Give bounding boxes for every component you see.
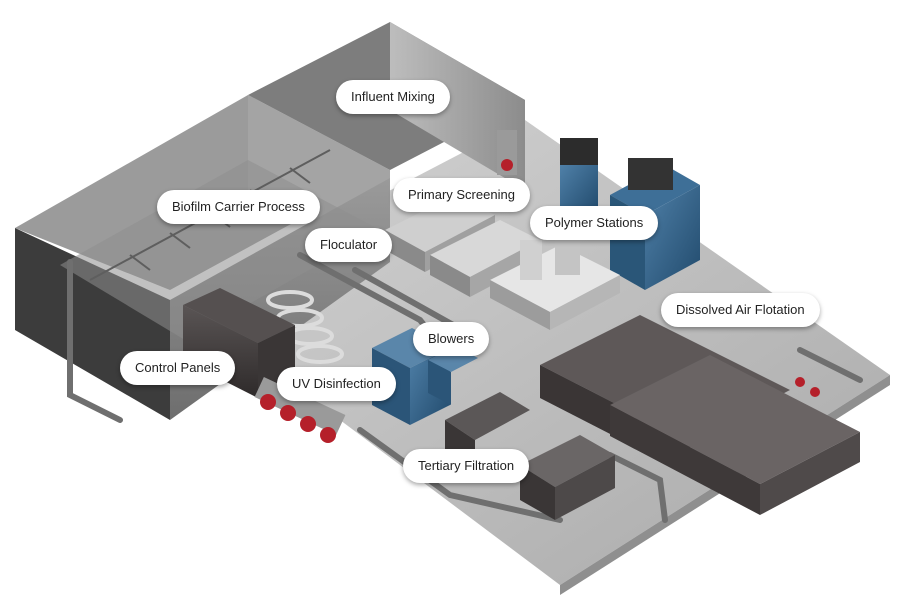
dissolved-air-flotation-tanks [540, 315, 860, 515]
tank-right-wall [390, 22, 525, 190]
tertiary-filtration-units [445, 392, 615, 520]
label-uv-disinfection: UV Disinfection [277, 367, 396, 401]
label-blowers: Blowers [413, 322, 490, 356]
label-dissolved-air-flotation: Dissolved Air Flotation [661, 293, 820, 327]
label-floculator: Floculator [305, 228, 393, 262]
label-tertiary-filtration: Tertiary Filtration [403, 449, 530, 483]
label-control-panels: Control Panels [120, 351, 236, 385]
label-primary-screening: Primary Screening [393, 178, 530, 212]
polymer-skid [490, 230, 620, 330]
daf-valves [795, 377, 820, 397]
label-biofilm-carrier-process: Biofilm Carrier Process [157, 190, 320, 224]
label-polymer-stations: Polymer Stations [530, 206, 659, 240]
label-influent-mixing: Influent Mixing [336, 80, 450, 114]
uv-disinfection-pumps [254, 377, 346, 443]
